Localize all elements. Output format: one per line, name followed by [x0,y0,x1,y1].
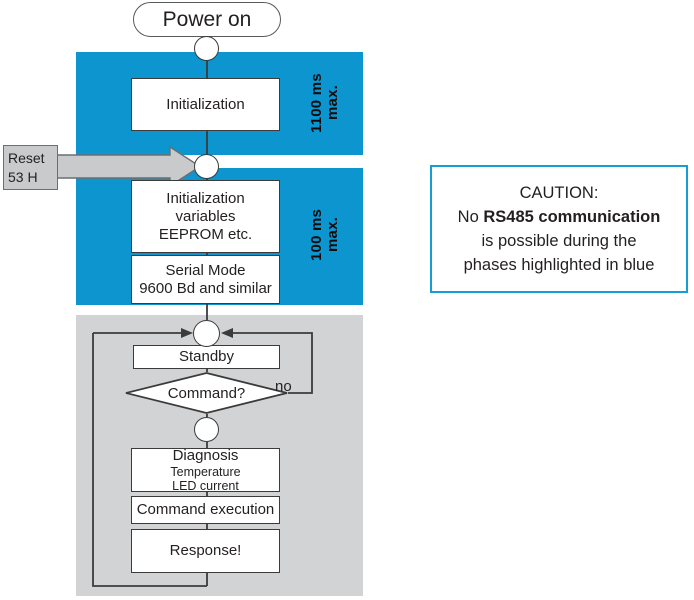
arrowheads [181,328,233,338]
process-response: Response! [131,529,280,573]
junction-node-b [194,154,219,179]
reset-label-line2: 53 H [8,169,38,185]
reset-block-arrow [56,145,202,188]
terminator-label: Power on [162,7,252,31]
reset-label-line1: Reset [8,150,45,166]
process-standby: Standby [133,345,280,369]
process-command-execution: Command execution [131,496,280,524]
process-diagnosis: Diagnosis Temperature LED current [131,447,280,493]
caution-line-3: is possible during the [481,232,637,250]
caution-bold-term: RS485 communication [483,208,661,226]
decision-command: Command? [125,372,288,414]
caution-line-2: No RS485 communication [457,208,661,226]
caution-heading: CAUTION: [519,184,599,202]
input-reset-command: Reset 53 H [3,145,58,190]
decision-label: Command? [167,384,246,402]
process-initialization: Initialization [131,78,280,131]
decision-branch-no-label: no [275,378,292,395]
junction-node-d [194,417,219,442]
junction-node-a [194,36,219,61]
terminator-power-on: Power on [133,2,281,37]
process-initialization-variables: Initialization variables EEPROM etc. [131,180,280,253]
decision-shape [125,372,288,414]
junction-node-c [193,320,220,347]
caution-panel: CAUTION: No RS485 communication is possi… [430,165,688,293]
caution-line-4: phases highlighted in blue [463,256,655,274]
process-serial-mode: Serial Mode 9600 Bd and similar [131,255,280,304]
